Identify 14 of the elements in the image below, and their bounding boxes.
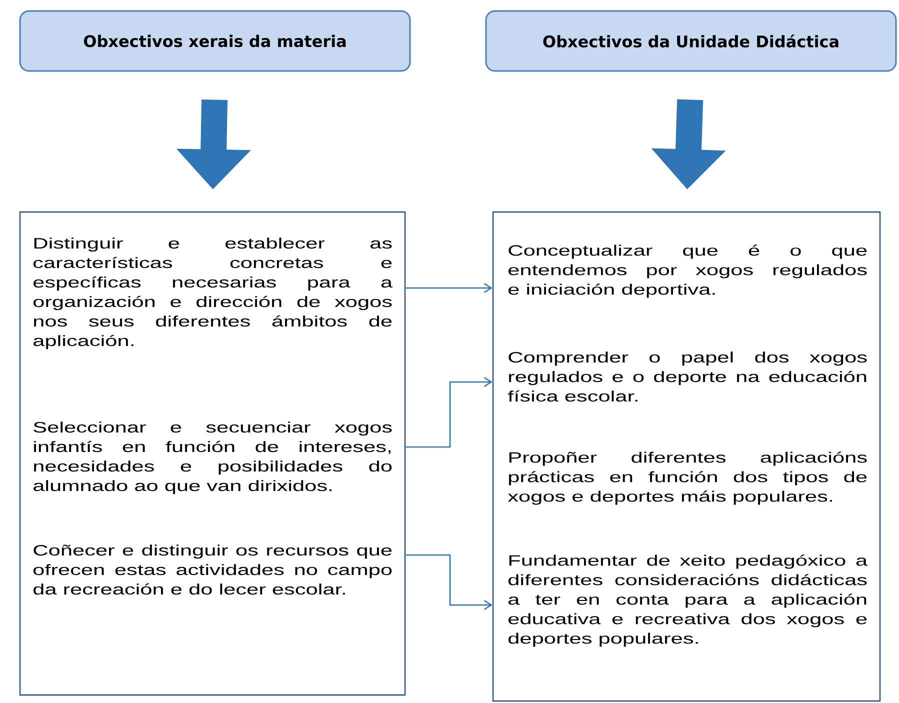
header-box: Obxectivos xerais da materia [19,10,411,72]
arrow [406,376,492,448]
header-box: Obxectivos da Unidade Didáctica [485,10,897,72]
frame-box [19,211,406,696]
objective-text: Comprender o papel dos xogos regulados e o deporte na educación física escolar. [508,352,867,402]
frame-box [492,211,881,702]
objective-text: Distinguir e establecer as características concretas e específicas necesarias para a organización e dirección de xogos nos seus diferentes ámbitos de aplicación. [34,238,393,350]
arrow [406,282,492,294]
arrow [406,554,492,610]
objective-text: Coñecer e distinguir os recursos que ofrecen estas actividades no campo da recreación e do lecer escolar. [34,544,392,595]
objective-text: Propoñer diferentes aplicacións prácticas en función dos tipos de xogos e deportes máis populares. [508,452,867,505]
objective-text: Seleccionar e secuenciar xogos infantís en función de intereses, necesidades e posibilidades do alumnado ao que van dirixidos. [34,422,392,494]
objective-text: Fundamentar de xeito pedagóxico a diferentes consideracións didácticas a ter en conta para a aplicación educativa e recreativa dos xogos e deportes populares. [508,554,868,647]
objective-text: Conceptualizar que é o que entendemos por xogos regulados e iniciación deportiva. [508,244,867,298]
